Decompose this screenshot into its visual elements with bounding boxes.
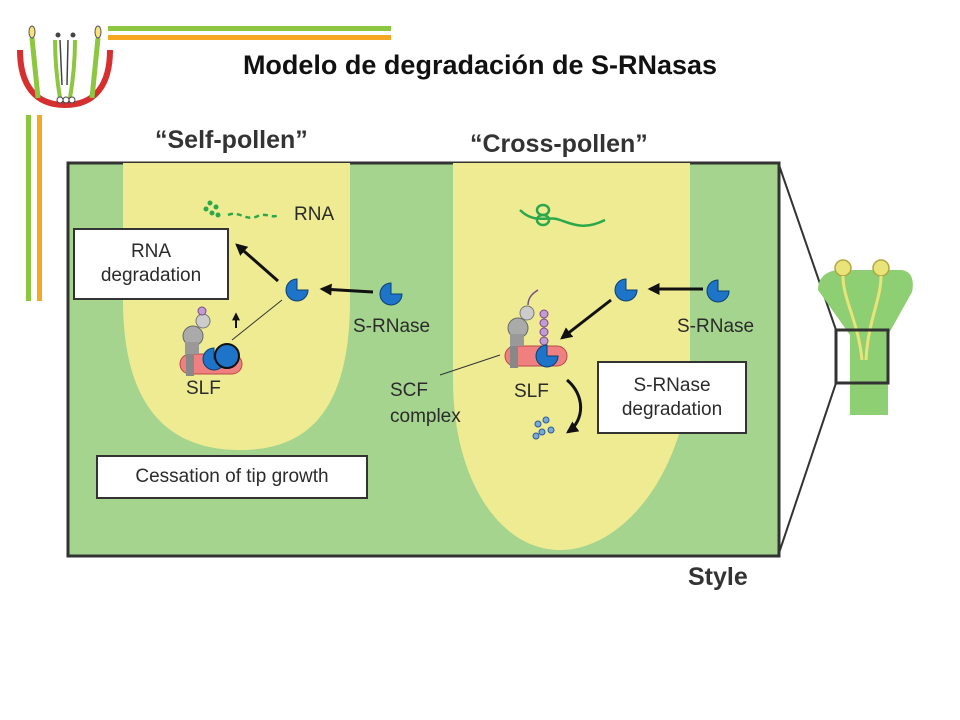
scf-complex-line-2: complex bbox=[390, 406, 461, 427]
srnase-icon bbox=[706, 279, 730, 303]
side-bar-orange bbox=[37, 115, 42, 301]
style-label: Style bbox=[688, 563, 748, 591]
cross-pollen-tube bbox=[453, 163, 690, 550]
slf-complex-left bbox=[179, 306, 243, 376]
slf-label-right: SLF bbox=[514, 381, 549, 402]
srnase-degradation-line-1: S-RNase bbox=[633, 374, 711, 396]
rna-degradation-line-2: degradation bbox=[100, 265, 202, 286]
srnase-label-right: S-RNase bbox=[677, 316, 755, 337]
cross-pollen-label: “Cross-pollen” bbox=[470, 130, 648, 158]
pistil-icon bbox=[818, 259, 913, 415]
srnase-label-left: S-RNase bbox=[353, 316, 431, 337]
top-bar-orange bbox=[108, 35, 391, 40]
srnase-degradation-line-2: degradation bbox=[621, 398, 723, 420]
rna-degradation-box: RNA degradation bbox=[73, 228, 229, 300]
srnase-icon bbox=[614, 278, 638, 302]
top-bar-green bbox=[108, 26, 391, 31]
rna-fragments-left bbox=[227, 212, 281, 219]
slide-title: Modelo de degradación de S-RNasas bbox=[242, 50, 718, 80]
srnase-degradation-box: S-RNase degradation bbox=[597, 361, 747, 434]
srnase-icon bbox=[379, 282, 403, 306]
scf-complex-label: SCF complex bbox=[390, 378, 461, 430]
cessation-box: Cessation of tip growth bbox=[96, 455, 368, 499]
rna-strand-right bbox=[519, 209, 606, 227]
scf-complex-line-1: SCF bbox=[390, 380, 428, 401]
self-pollen-label: “Self-pollen” bbox=[155, 126, 308, 154]
slf-label-left: SLF bbox=[186, 378, 221, 399]
flower-logo-icon bbox=[17, 25, 113, 109]
side-bar-green bbox=[26, 115, 31, 301]
rna-label: RNA bbox=[294, 204, 335, 225]
rna-degradation-line-1: RNA bbox=[130, 241, 172, 262]
degraded-fragments bbox=[532, 416, 555, 440]
slf-complex-right bbox=[504, 289, 568, 368]
srnase-icon bbox=[285, 278, 309, 302]
